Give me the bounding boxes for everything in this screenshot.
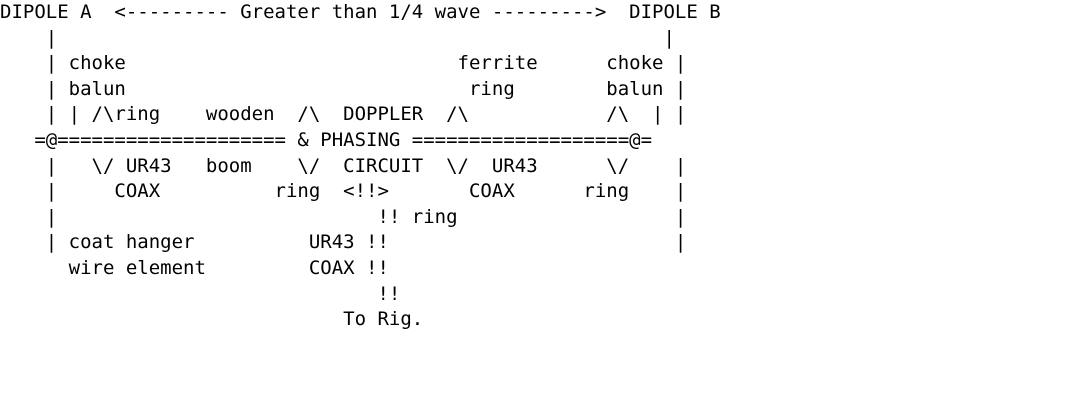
diagram-line-5: | | /\ring wooden /\ DOPPLER /\ /\ | |	[0, 103, 687, 126]
diagram-line-4: | balun ring balun |	[0, 77, 687, 100]
diagram-line-8: | COAX ring <!!> COAX ring |	[0, 180, 687, 203]
diagram-line-7: | \/ UR43 boom \/ CIRCUIT \/ UR43 \/ |	[0, 154, 687, 177]
diagram-line-3: | choke ferrite choke |	[0, 52, 687, 75]
diagram-line-11: wire element COAX !!	[0, 256, 389, 279]
diagram-line-title: DIPOLE A <--------- Greater than 1/4 wav…	[0, 1, 721, 23]
ascii-diagram: DIPOLE A <--------- Greater than 1/4 wav…	[0, 1, 721, 331]
diagram-line-9: | !! ring |	[0, 205, 687, 228]
diagram-line-2: | |	[0, 26, 675, 49]
diagram-line-boom: =@==================== & PHASING =======…	[0, 128, 653, 151]
diagram-line-to-rig: To Rig.	[0, 308, 424, 331]
diagram-line-10: | coat hanger UR43 !! |	[0, 231, 687, 254]
diagram-line-12: !!	[0, 282, 401, 305]
